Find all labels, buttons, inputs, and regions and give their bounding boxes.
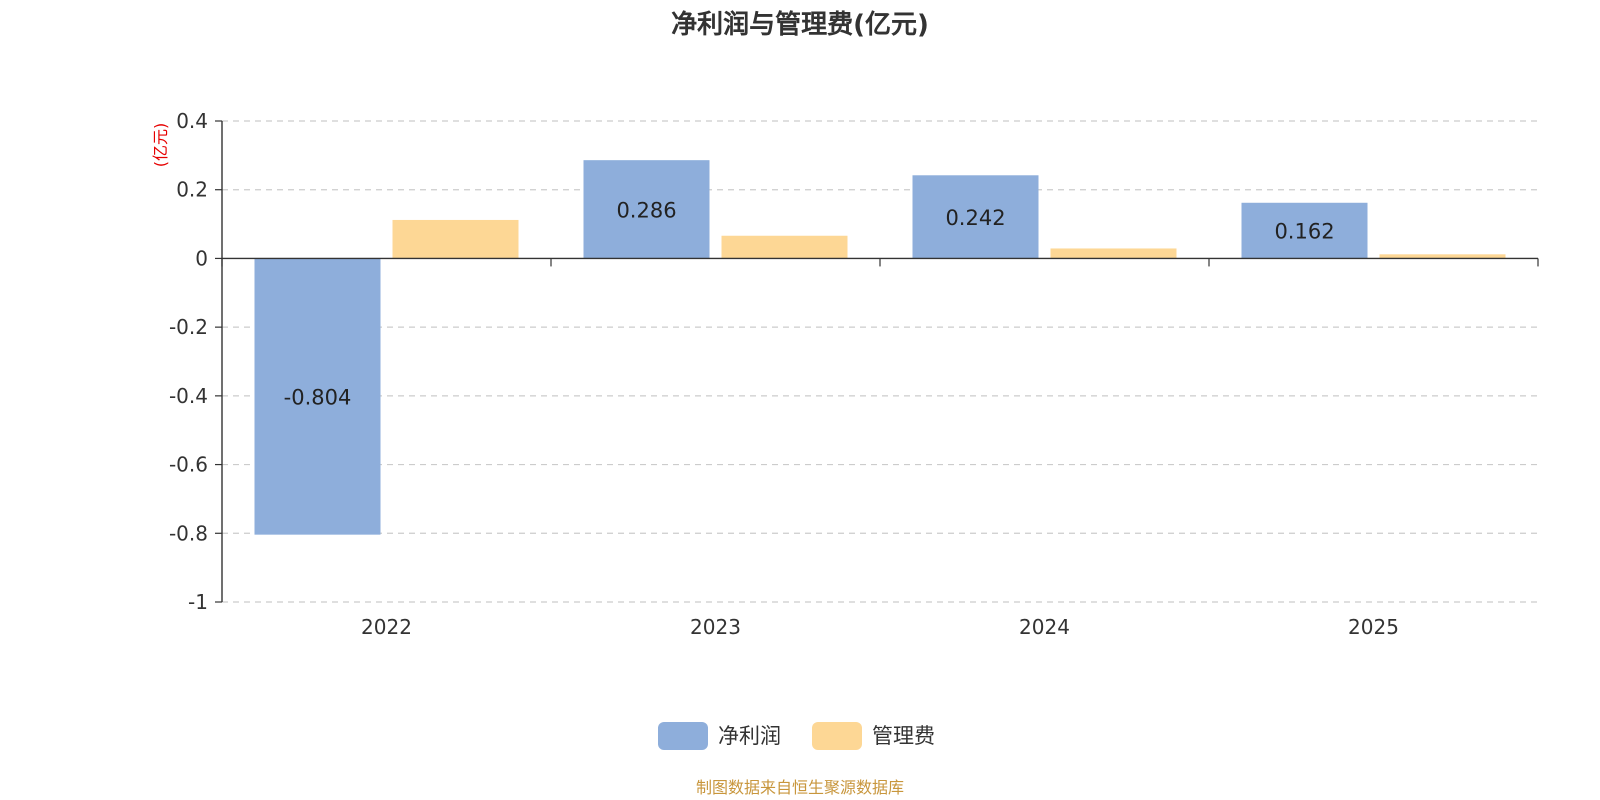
y-tick-label: 0	[195, 246, 208, 270]
y-tick-label: -0.8	[169, 521, 208, 545]
y-axis-unit-label: (亿元)	[151, 123, 170, 168]
y-tick-label: -0.4	[169, 384, 208, 408]
legend-swatch	[812, 722, 862, 750]
y-tick-label: 0.2	[176, 178, 208, 202]
data-labels: -0.804 0.286 0.242 0.162	[284, 198, 1335, 409]
legend-swatch	[658, 722, 708, 750]
bar	[254, 258, 381, 535]
bar	[392, 219, 519, 259]
x-tick-label: 2025	[1348, 615, 1399, 639]
source-note: 制图数据来自恒生聚源数据库	[696, 778, 904, 797]
x-tick-label: 2024	[1019, 615, 1070, 639]
legend-label: 净利润	[718, 724, 781, 748]
bar	[1241, 202, 1368, 259]
x-tick-label: 2023	[690, 615, 741, 639]
legend: 净利润 管理费	[658, 722, 935, 750]
data-label: 0.162	[1274, 220, 1334, 244]
y-tick-label: -0.6	[169, 453, 208, 477]
chart-title: 净利润与管理费(亿元)	[671, 9, 929, 40]
data-label: 0.242	[945, 206, 1005, 230]
bars	[254, 160, 1506, 535]
y-tick-label: 0.4	[176, 109, 208, 133]
data-label: 0.286	[616, 198, 676, 222]
bar	[583, 160, 710, 259]
x-tick-label: 2022	[361, 615, 412, 639]
legend-label: 管理费	[872, 724, 935, 748]
bar	[912, 175, 1039, 259]
data-label: -0.804	[284, 386, 352, 410]
y-tick-label: -1	[188, 590, 208, 614]
axes: 0.4 0.2 0 -0.2 -0.4 -0.6 -0.8 -1 2022 2023 2024 202…	[169, 109, 1539, 639]
gridlines	[222, 120, 1538, 603]
y-tick-label: -0.2	[169, 315, 208, 339]
bar	[1050, 248, 1177, 259]
bar	[1379, 254, 1506, 259]
bar	[721, 235, 848, 259]
